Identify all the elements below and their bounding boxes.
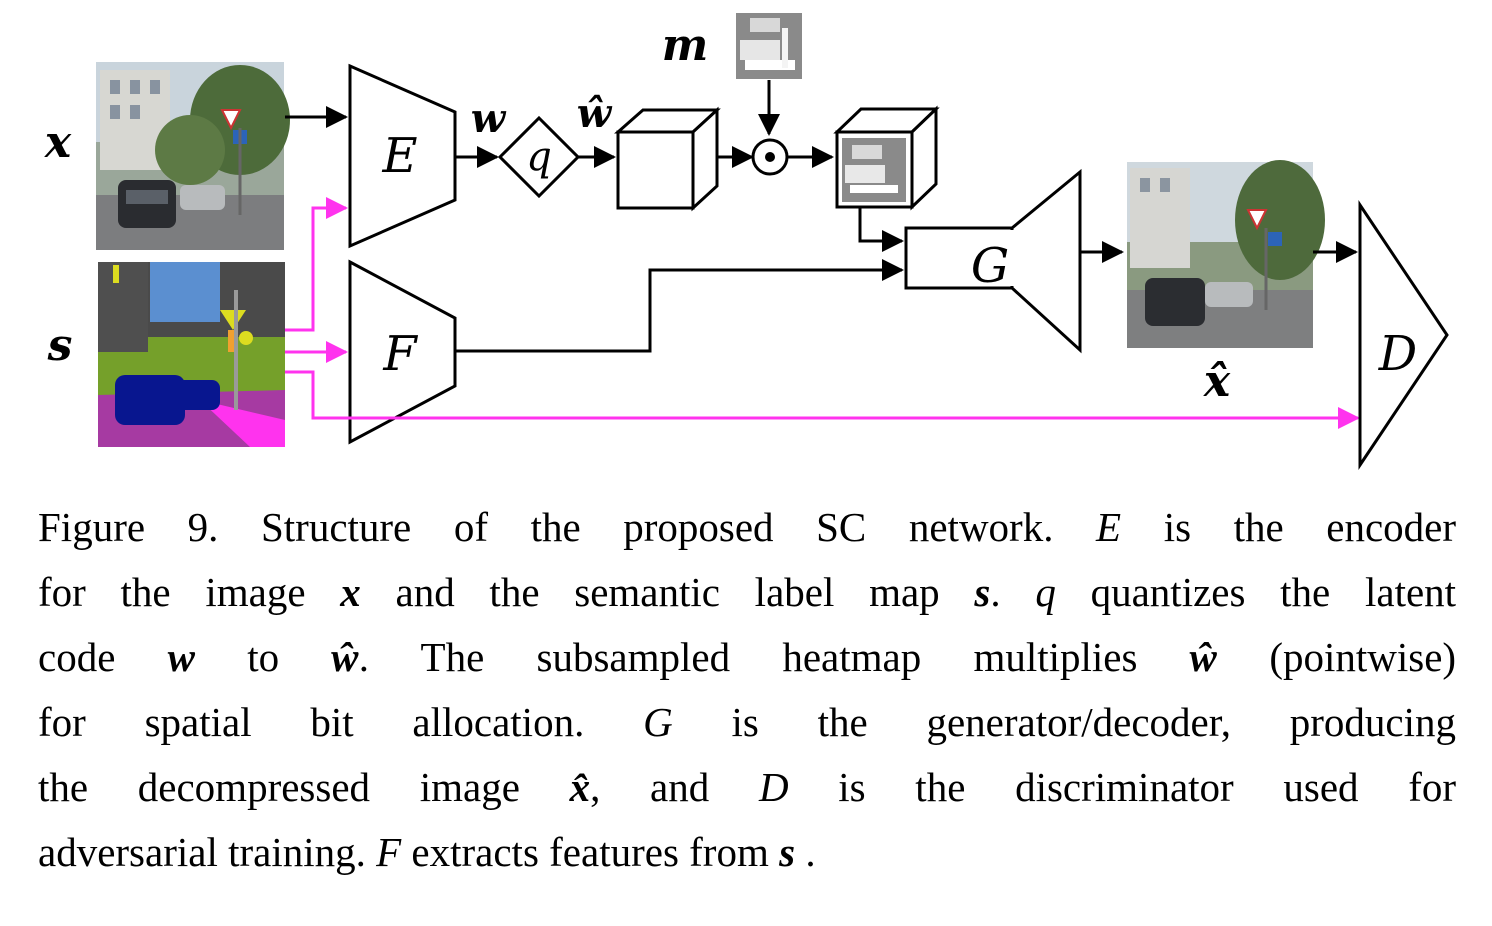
arrow-F-to-G xyxy=(455,259,904,353)
caption-text: to xyxy=(247,634,280,680)
arrow-s-to-D xyxy=(285,370,1360,429)
caption-math-xhat: x̂ xyxy=(569,764,591,810)
caption-text: Structure of the proposed SC network. xyxy=(260,504,1054,550)
feature-F-block: F xyxy=(348,259,457,445)
caption-line-1: Figure 9. Structure of the proposed SC n… xyxy=(38,495,1456,560)
mask-heatmap-image xyxy=(736,13,802,79)
svg-text:F: F xyxy=(382,326,418,382)
caption-math-D: D xyxy=(758,764,789,810)
caption-line-3: code w to ŵ. The subsampled heatmap mult… xyxy=(38,625,1456,690)
caption-text: (pointwise) xyxy=(1269,634,1457,680)
svg-text:E: E xyxy=(381,128,417,184)
latent-what-label: ŵ xyxy=(577,90,613,137)
generator-G-block: G xyxy=(904,168,1082,354)
caption-line-6: adversarial training. F extracts feature… xyxy=(38,820,1456,885)
output-image-xhat xyxy=(1127,160,1325,348)
caption-math-s: s xyxy=(779,829,796,875)
caption-math-what: ŵ xyxy=(331,634,359,680)
caption-text: . xyxy=(990,569,1001,615)
caption-line-5: the decompressed image x̂, and D is the … xyxy=(38,755,1456,820)
caption-text: code xyxy=(38,634,116,680)
caption-text: is the encoder xyxy=(1163,504,1457,550)
quantizer-q-block: q xyxy=(497,115,581,199)
caption-text: is the discriminator used for xyxy=(838,764,1457,810)
caption-math-x: x xyxy=(340,569,361,615)
encoder-E-block: E xyxy=(348,63,457,249)
input-s-label: s xyxy=(47,320,73,371)
caption-math-what: ŵ xyxy=(1189,634,1218,680)
caption-text: and the semantic label map xyxy=(395,569,940,615)
caption-math-G: G xyxy=(643,699,673,745)
caption-math-F: F xyxy=(376,829,402,875)
masked-latent-cube xyxy=(833,105,940,211)
arrow-masked-cube-to-G xyxy=(858,208,904,252)
caption-text: is the generator/decoder, producing xyxy=(731,699,1457,745)
caption-text: quantizes the latent xyxy=(1090,569,1457,615)
figure-caption: Figure 9. Structure of the proposed SC n… xyxy=(38,495,1456,885)
caption-text: for spatial bit allocation. xyxy=(38,699,585,745)
caption-math-w: w xyxy=(167,634,196,680)
svg-text:G: G xyxy=(971,238,1009,294)
mask-m-label: m xyxy=(662,20,709,71)
caption-text: extracts features from xyxy=(411,829,769,875)
caption-text: . The subsampled heatmap multiplies xyxy=(358,634,1138,680)
arrow-s-to-E xyxy=(285,197,348,332)
caption-text: , and xyxy=(590,764,710,810)
input-x-label: x xyxy=(44,117,72,168)
caption-text: for the image xyxy=(38,569,306,615)
caption-text: the decompressed image xyxy=(38,764,520,810)
pointwise-multiply-op xyxy=(751,138,789,176)
caption-math-E: E xyxy=(1096,504,1122,550)
semantic-map-s xyxy=(98,262,285,447)
input-image-x xyxy=(96,62,290,250)
caption-line-4: for spatial bit allocation. G is the gen… xyxy=(38,690,1456,755)
caption-text: adversarial training. xyxy=(38,829,366,875)
caption-math-q: q xyxy=(1035,569,1056,615)
caption-line-2: for the image x and the semantic label m… xyxy=(38,560,1456,625)
latent-cube xyxy=(614,106,721,212)
figure-number: Figure 9. xyxy=(38,504,219,550)
svg-text:q: q xyxy=(526,134,552,180)
latent-w-label: w xyxy=(471,95,507,142)
output-xhat-label: x̂ xyxy=(1203,356,1231,407)
caption-text: . xyxy=(805,829,816,875)
svg-text:D: D xyxy=(1378,326,1417,382)
discriminator-D-block: D xyxy=(1358,200,1449,470)
caption-math-s: s xyxy=(974,569,991,615)
sc-network-diagram: x s E F w q ŵ m xyxy=(44,13,1449,470)
